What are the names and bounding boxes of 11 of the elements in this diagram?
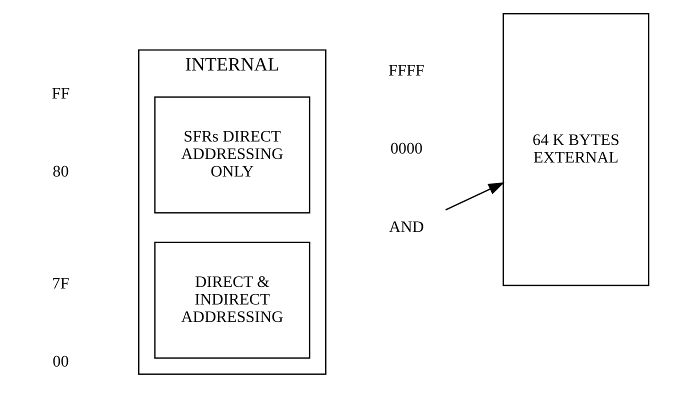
node-box: 64 K BYTES EXTERNAL [502,13,650,286]
label: 7F [52,275,70,292]
label: FF [52,86,70,103]
label: 0000 [390,140,423,158]
arrow [445,182,505,210]
label: FFFF [388,62,424,80]
label: 80 [52,164,69,181]
node-box: DIRECT & INDIRECT ADDRESSING [154,242,310,359]
node-box: SFRs DIRECT ADDRESSING ONLY [154,96,310,214]
label: 00 [52,353,69,370]
node-text: AND [388,218,424,236]
